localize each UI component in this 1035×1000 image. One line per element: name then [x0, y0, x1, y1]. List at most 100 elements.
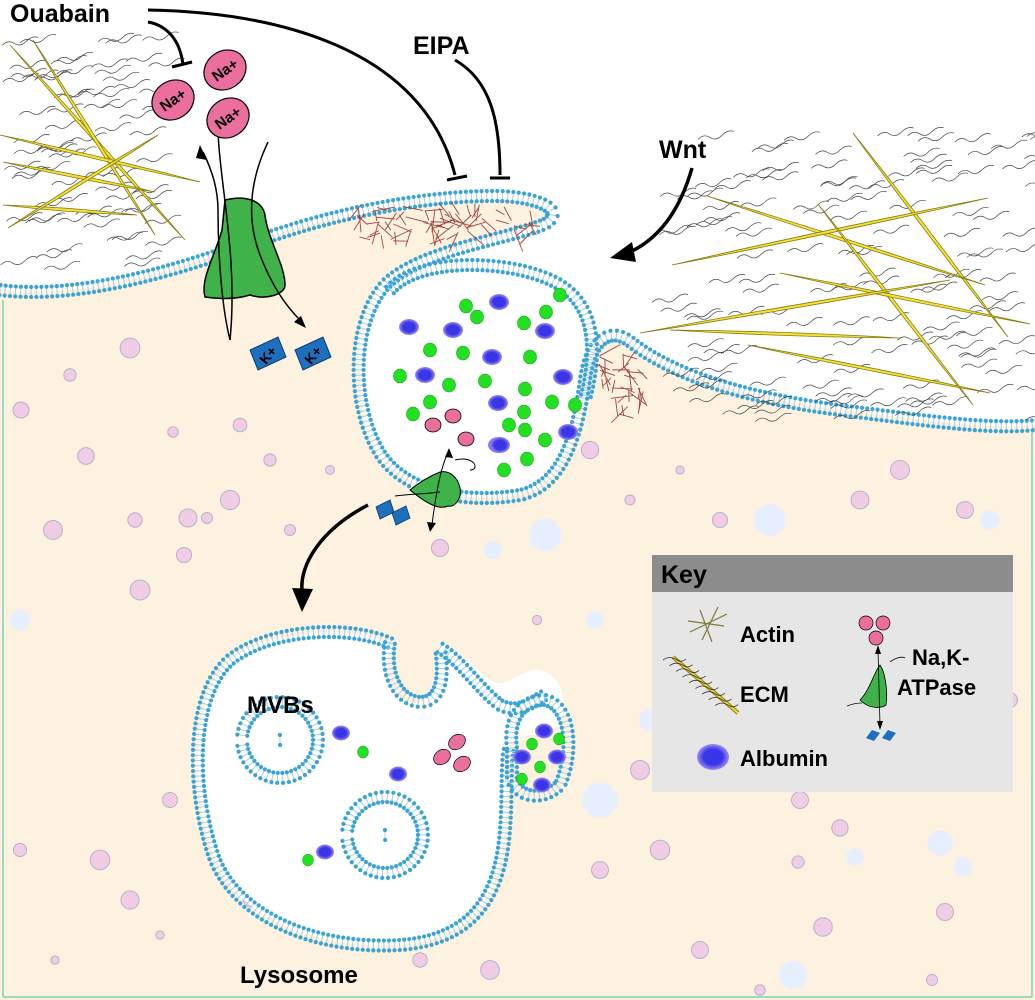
- arrow-head-up-icon: [196, 145, 207, 160]
- vesicle: [956, 501, 974, 519]
- ecm-hair: [662, 657, 687, 662]
- green-cargo: [478, 373, 492, 389]
- green-cargo: [406, 406, 420, 422]
- vesicle: [753, 503, 787, 537]
- lysosome-membrane: [190, 624, 576, 953]
- green-cargo: [518, 422, 532, 438]
- vesicle: [591, 861, 609, 879]
- green-cargo: [520, 451, 534, 467]
- vesicle: [779, 961, 807, 989]
- vesicle: [284, 524, 296, 536]
- albumin: [535, 723, 553, 739]
- vesicle: [890, 460, 910, 480]
- green-cargo: [516, 772, 528, 786]
- vesicle: [167, 426, 179, 438]
- green-cargo: [393, 368, 407, 384]
- vesicle: [691, 941, 709, 959]
- key-label-albumin: Albumin: [740, 746, 828, 771]
- key-label-pump-line2: ATPase: [897, 675, 976, 700]
- macropinosome-lumen: [360, 265, 593, 497]
- vesicle: [232, 417, 248, 433]
- ecm-left: [0, 31, 201, 270]
- ecm-hair: [695, 685, 719, 691]
- potassium-ions-intracellular: K+ K+: [249, 336, 332, 371]
- vesicle: [528, 518, 562, 552]
- sodium-ions-extracellular: Na+ Na+ Na+: [151, 49, 250, 139]
- key-title: Key: [661, 561, 707, 589]
- pathway-arrows: [147, 8, 694, 612]
- vesicle: [200, 511, 214, 525]
- green-cargo: [423, 394, 437, 410]
- key-header: [652, 555, 1013, 592]
- vesicle: [790, 790, 810, 810]
- green-cargo: [539, 304, 553, 320]
- vesicle: [480, 960, 500, 980]
- vesicle: [936, 903, 954, 921]
- key-label-ecm: ECM: [740, 682, 789, 707]
- lysosome: [197, 631, 564, 946]
- albumin: [513, 749, 531, 765]
- vesicle: [531, 614, 543, 626]
- arrow-head-down-icon: [294, 316, 306, 328]
- green-cargo: [523, 349, 537, 365]
- green-cargo: [518, 381, 532, 397]
- vesicle: [12, 401, 30, 419]
- vesicle: [219, 489, 241, 511]
- cytoplasmic-vesicles: [9, 337, 1018, 996]
- vesicle: [850, 490, 870, 510]
- green-cargo: [357, 745, 369, 759]
- sodium-ion: [448, 733, 466, 751]
- green-cargo: [502, 417, 516, 433]
- green-cargo: [442, 377, 456, 393]
- sodium-ion: [453, 755, 471, 773]
- vesicle: [43, 520, 63, 540]
- vesicle: [953, 857, 973, 877]
- ouabain-label: Ouabain: [10, 0, 110, 28]
- key-label-pump-line1: Na,K-: [912, 645, 969, 670]
- vesicle: [263, 453, 277, 467]
- albumin: [488, 395, 508, 411]
- vesicle: [754, 984, 766, 996]
- vesicle: [12, 842, 28, 858]
- ecm-hair: [682, 674, 706, 679]
- vesicle: [624, 494, 636, 506]
- vesicle: [712, 512, 728, 528]
- albumin: [553, 369, 573, 385]
- cortical-actin: [348, 201, 648, 423]
- lysosome-label: Lysosome: [240, 962, 358, 989]
- vesicle: [155, 930, 165, 940]
- ecm-hair: [669, 662, 693, 668]
- vesicle: [846, 848, 864, 866]
- vesicle: [649, 839, 671, 861]
- vesicle: [412, 952, 428, 968]
- vesicle: [675, 465, 685, 475]
- albumin: [535, 323, 555, 339]
- albumin: [316, 844, 334, 860]
- vesicle: [127, 512, 143, 528]
- vesicle: [178, 508, 198, 528]
- ecm-hair: [701, 691, 726, 696]
- vesicle: [162, 792, 178, 808]
- key-label-actin: Actin: [740, 622, 795, 647]
- vesicle: [813, 917, 833, 937]
- green-cargo: [459, 298, 473, 314]
- wnt-label: Wnt: [659, 136, 707, 164]
- ecm-hair: [708, 697, 732, 702]
- vesicle: [9, 609, 31, 631]
- green-cargo: [534, 760, 546, 774]
- green-cargo: [526, 737, 538, 751]
- arrow-head-icon: [610, 242, 636, 262]
- green-cargo: [545, 394, 559, 410]
- green-cargo: [517, 315, 531, 331]
- albumin: [490, 437, 510, 453]
- albumin: [443, 322, 463, 338]
- inhibition-bar-icon: [446, 174, 468, 182]
- vesicle: [629, 759, 651, 781]
- green-cargo: [302, 853, 314, 867]
- green-cargo: [568, 397, 582, 413]
- vesicle: [119, 337, 141, 359]
- mvbs-label: MVBs: [247, 692, 314, 719]
- vesicle: [175, 546, 193, 564]
- vesicle: [129, 579, 151, 601]
